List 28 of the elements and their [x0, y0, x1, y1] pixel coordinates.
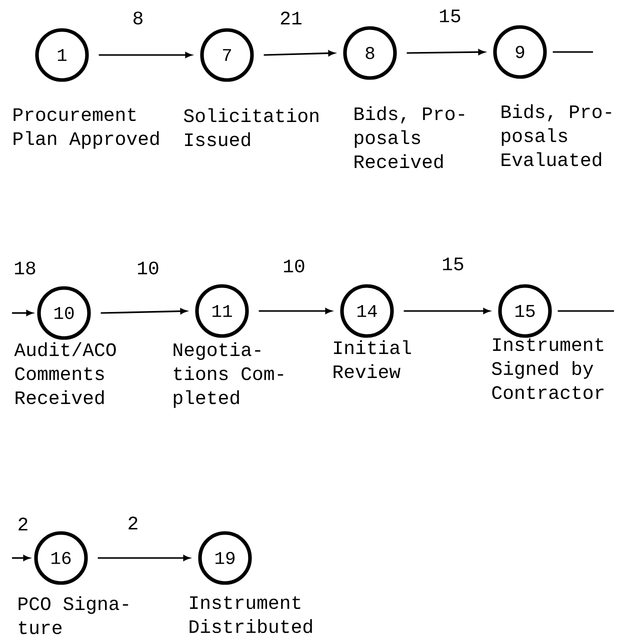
node-caption: Bids, Pro- posals Received — [354, 106, 464, 168]
edge-label: 10 — [282, 258, 306, 274]
arrow — [98, 555, 190, 561]
arrow — [406, 49, 485, 55]
node-caption: Solicitation Issued — [184, 108, 318, 146]
edge-label: 10 — [136, 260, 160, 276]
arrow — [404, 308, 490, 314]
node-caption: Negotia- tions Com- pleted — [174, 342, 284, 408]
node-caption: Bids, Pro- posals Evaluated — [502, 104, 612, 166]
arrow — [100, 308, 187, 314]
node-caption: Instrument Signed by Contractor — [492, 338, 604, 400]
arrow — [12, 555, 30, 561]
arrow — [98, 52, 192, 58]
arrow — [264, 50, 335, 56]
node-caption: Audit/ACO Comments Received — [14, 342, 116, 404]
edge-label: 15 — [440, 256, 466, 272]
edge-label: 2 — [16, 516, 30, 532]
node-caption: Instrument Distributed — [190, 596, 312, 634]
arrow — [12, 310, 33, 316]
node-caption: Procurement Plan Approved — [14, 108, 159, 149]
edge-label: 8 — [131, 10, 145, 26]
edge-label: 15 — [438, 8, 462, 24]
node-caption: PCO Signa- ture — [18, 596, 128, 634]
edge-label: 2 — [126, 516, 140, 530]
edge-label: 18 — [12, 260, 38, 276]
edge-label: 21 — [278, 10, 304, 26]
node-caption: Initial Review — [334, 340, 411, 378]
arrow — [258, 308, 332, 314]
